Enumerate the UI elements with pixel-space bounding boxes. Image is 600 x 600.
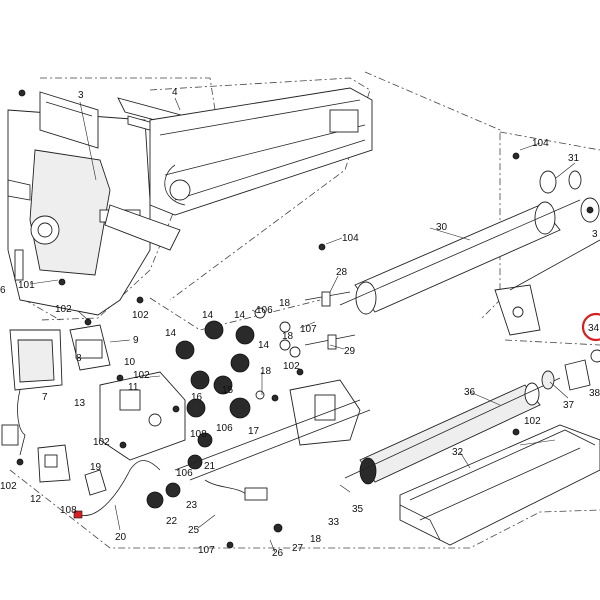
gear-cluster-part <box>146 307 301 509</box>
drive-side-plate-part <box>99 371 186 461</box>
callout-3: 3 <box>78 90 84 101</box>
gear-31-part <box>539 170 600 223</box>
callout-35: 35 <box>352 504 364 515</box>
center-frame-plate-part <box>174 379 371 481</box>
bracket-7-part <box>9 329 63 391</box>
callout-14-a: 14 <box>165 328 177 339</box>
callout-31: 31 <box>568 153 580 164</box>
callout-20: 20 <box>115 532 127 543</box>
callout-10: 10 <box>124 357 136 368</box>
callout-9: 9 <box>133 335 139 346</box>
callout-33: 33 <box>328 517 340 528</box>
highlight-ring <box>581 312 600 342</box>
callout-23: 23 <box>186 500 198 511</box>
callout-27: 27 <box>292 543 304 554</box>
link-plate-8-part <box>69 324 111 371</box>
callout-14-c: 14 <box>234 310 246 321</box>
callout-16: 16 <box>191 392 203 403</box>
callout-8: 8 <box>76 353 82 364</box>
callout-102-b: 102 <box>132 310 149 321</box>
callout-3-right: 3 <box>592 229 598 240</box>
callout-102-d: 102 <box>283 361 300 372</box>
callout-12: 12 <box>30 494 42 505</box>
callout-30: 30 <box>436 222 448 233</box>
callout-102-e: 102 <box>524 416 541 427</box>
callout-29: 29 <box>344 346 356 357</box>
callout-14-b: 14 <box>202 310 214 321</box>
callout-28: 28 <box>336 267 348 278</box>
callout-21: 21 <box>204 461 216 472</box>
callout-25: 25 <box>188 525 200 536</box>
upper-frame-stay-part <box>104 87 373 251</box>
callout-11: 11 <box>128 382 139 393</box>
callout-13: 13 <box>74 398 86 409</box>
tray-32-part <box>399 424 600 546</box>
callout-104-top: 104 <box>532 138 549 149</box>
callout-6: 6 <box>0 285 6 296</box>
callout-15: 15 <box>222 385 234 396</box>
screws-part <box>16 89 520 549</box>
cable-left-part <box>1 389 26 456</box>
callout-36: 36 <box>464 387 476 398</box>
callout-107-a: 107 <box>300 324 317 335</box>
callout-7: 7 <box>42 392 48 403</box>
callout-106-c: 106 <box>176 468 193 479</box>
callout-32: 32 <box>452 447 464 458</box>
callout-108-b: 108 <box>60 505 77 516</box>
callout-38: 38 <box>589 388 600 399</box>
roller-30-part <box>339 199 581 315</box>
cover-plate-3-part <box>39 91 99 149</box>
bracket-38-part <box>541 349 600 391</box>
callout-4: 4 <box>172 87 178 98</box>
callout-34-highlighted: 34 <box>588 323 600 334</box>
callout-22: 22 <box>166 516 178 527</box>
roller-bracket-part <box>494 239 600 336</box>
callout-108-a: 108 <box>190 429 207 440</box>
sensor-108-part <box>84 469 107 496</box>
callout-14-d: 14 <box>258 340 270 351</box>
callout-18-a: 18 <box>279 298 291 309</box>
callout-102-a: 102 <box>55 304 72 315</box>
callout-104-mid: 104 <box>342 233 359 244</box>
callout-26: 26 <box>272 548 284 559</box>
callout-17: 17 <box>248 426 260 437</box>
callout-18-b: 18 <box>282 331 294 342</box>
callout-19: 19 <box>90 462 102 473</box>
callout-18-d: 18 <box>310 534 322 545</box>
callout-102-f: 102 <box>93 437 110 448</box>
callout-107-b: 107 <box>198 545 215 556</box>
callout-101: 101 <box>18 280 35 291</box>
roller-36-part <box>344 377 561 485</box>
callout-102-c: 102 <box>133 370 150 381</box>
callout-106-b: 106 <box>216 423 233 434</box>
callout-labels: 3 4 6 101 104 104 31 3 30 28 102 102 9 8… <box>0 87 600 559</box>
callout-37: 37 <box>563 400 575 411</box>
harness-20-part <box>73 460 268 519</box>
shaft-28-29-part <box>304 291 356 350</box>
callout-18-c: 18 <box>260 366 272 377</box>
sensor-12-part <box>37 444 71 483</box>
leader-lines <box>29 97 576 553</box>
callout-106-a: 106 <box>256 305 273 316</box>
callout-102-g: 102 <box>0 481 17 492</box>
